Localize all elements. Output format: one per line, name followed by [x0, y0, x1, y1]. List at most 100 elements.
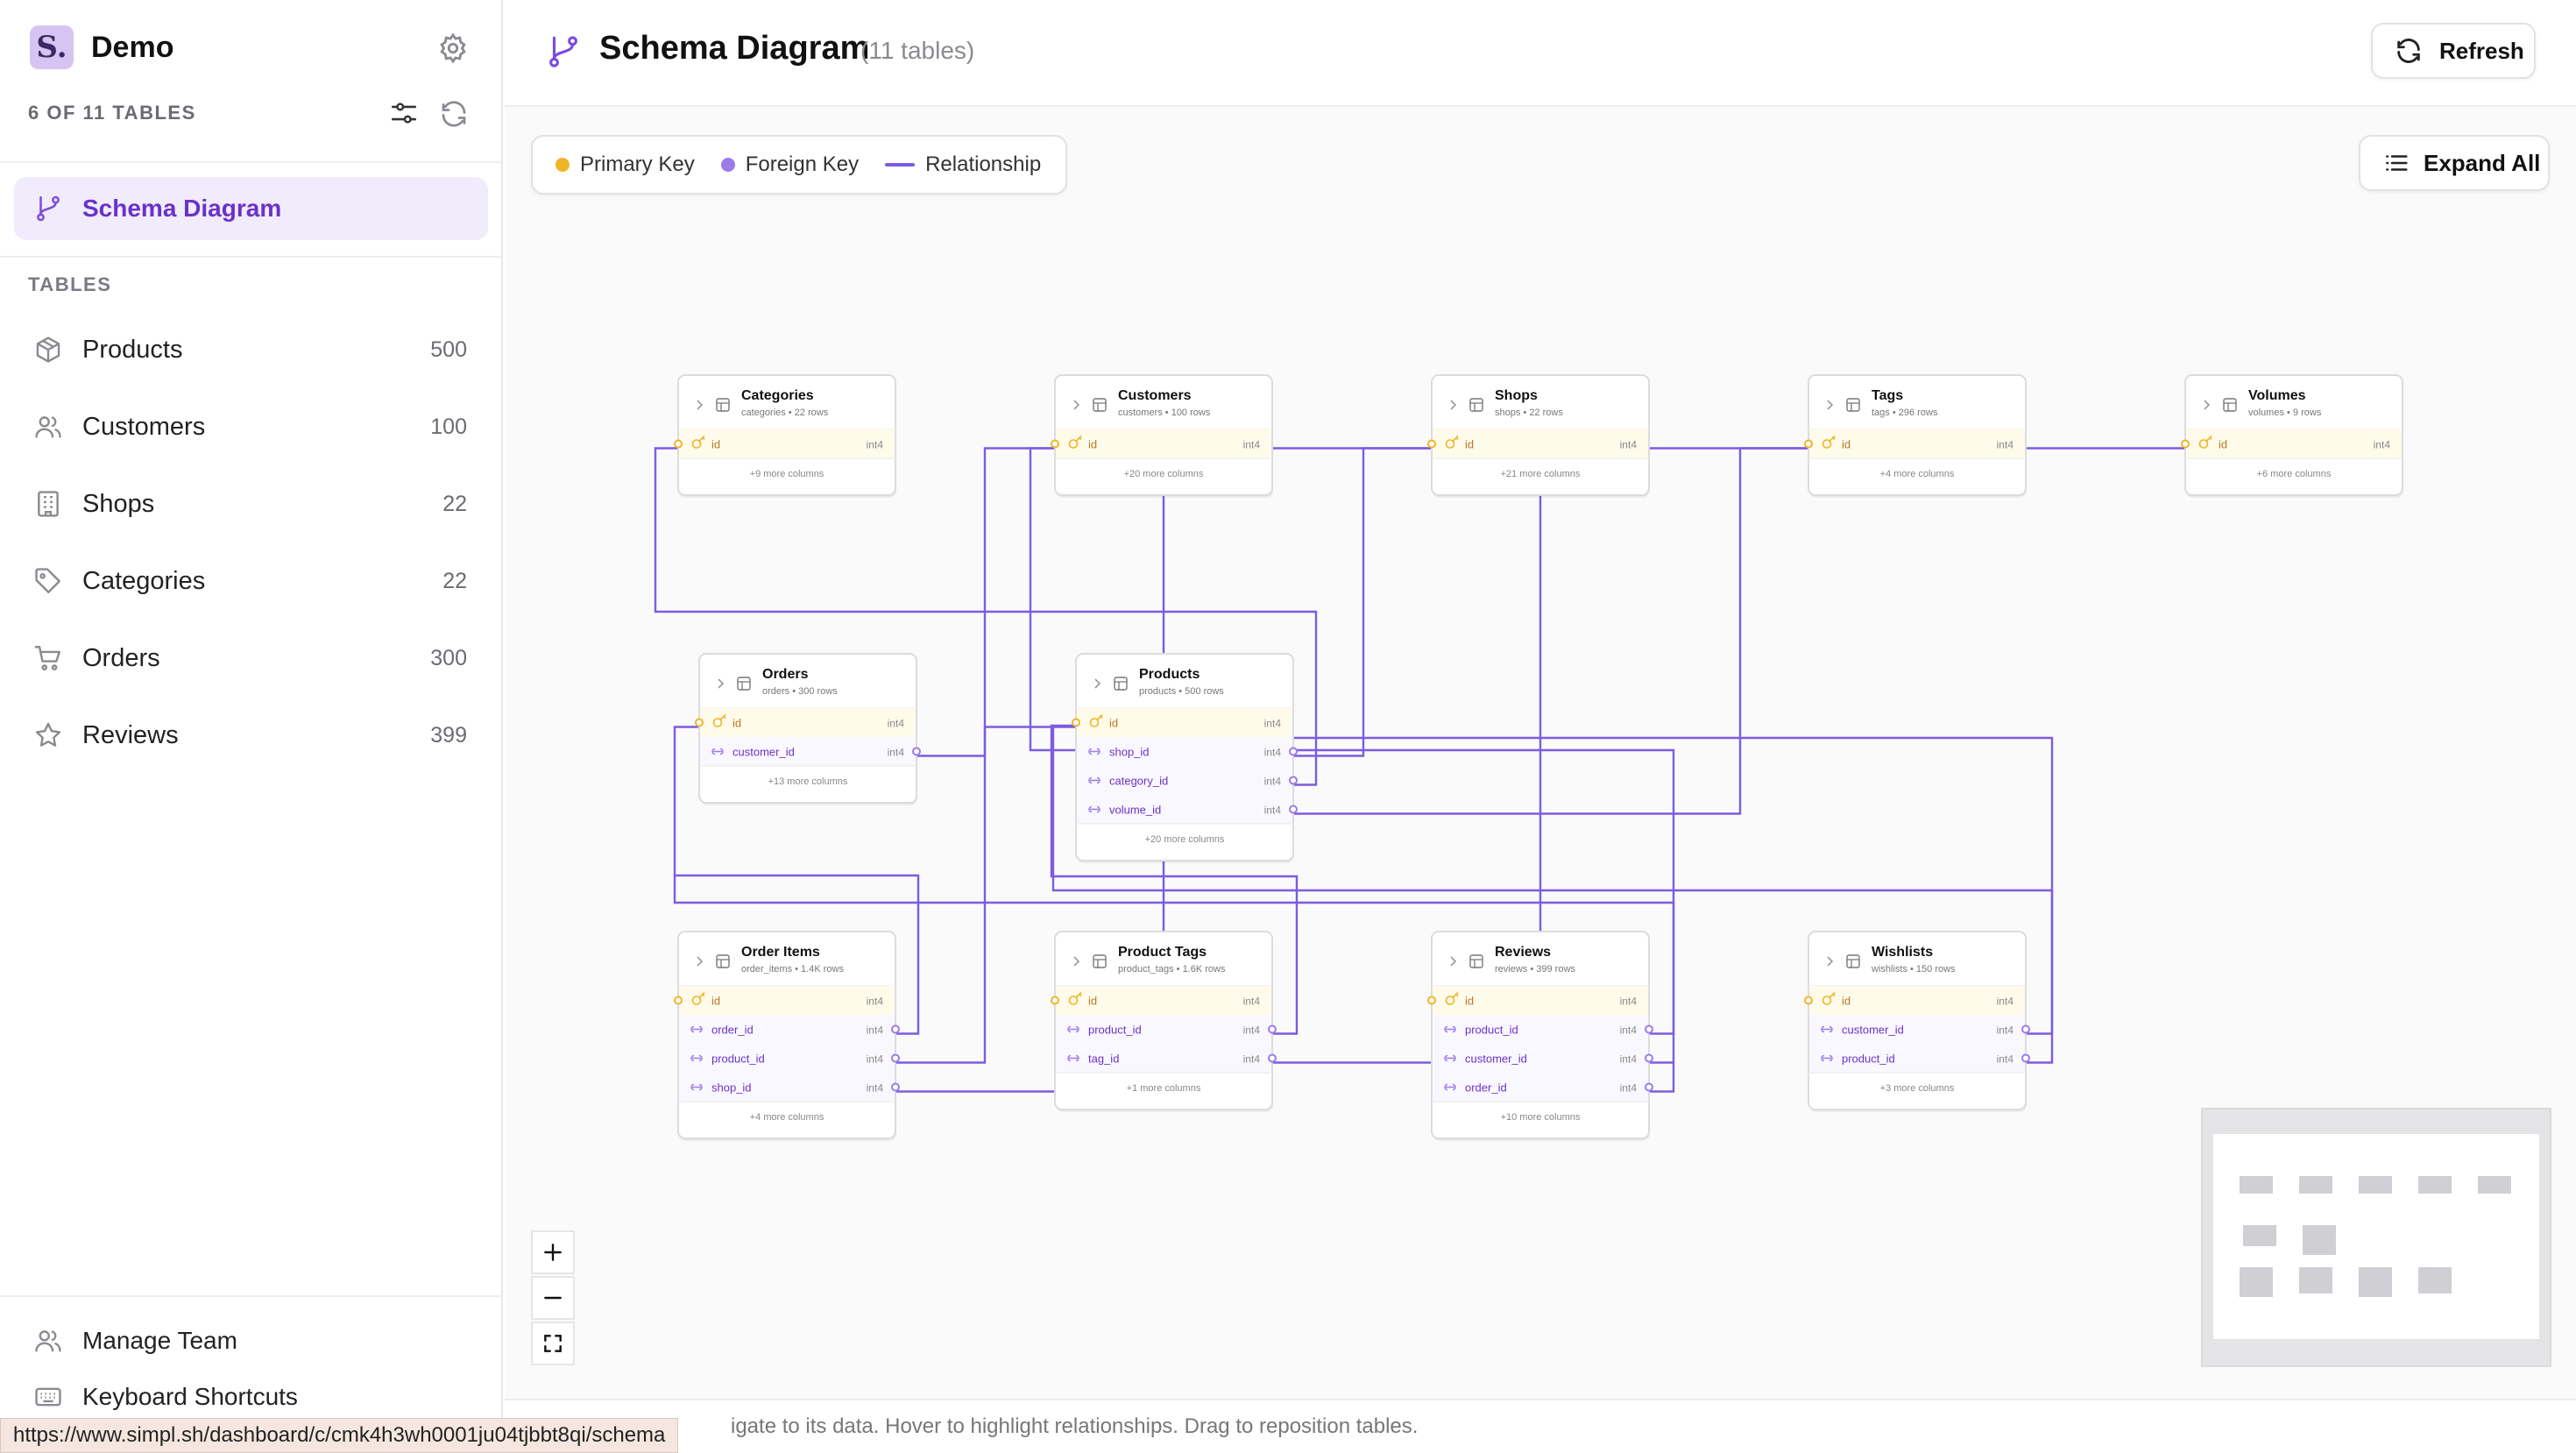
- workspace-header[interactable]: S. Demo: [30, 25, 173, 70]
- pk-handle[interactable]: [674, 996, 683, 1005]
- chevron-right-icon[interactable]: [1827, 956, 1834, 967]
- keyboard-shortcuts-button[interactable]: Keyboard Shortcuts: [14, 1371, 488, 1423]
- more-columns-link[interactable]: +1 more columns: [1127, 1083, 1201, 1094]
- expand-all-button[interactable]: Expand All: [2359, 135, 2550, 191]
- fk-handle[interactable]: [1268, 1024, 1277, 1034]
- fk-handle[interactable]: [1645, 1024, 1653, 1034]
- chevron-right-icon[interactable]: [1827, 400, 1834, 410]
- more-columns-link[interactable]: +10 more columns: [1501, 1112, 1581, 1123]
- pk-handle[interactable]: [695, 718, 704, 727]
- chevron-right-icon[interactable]: [697, 400, 704, 410]
- chevron-right-icon[interactable]: [718, 678, 725, 689]
- more-columns-link[interactable]: +4 more columns: [1880, 469, 1955, 479]
- chevron-right-icon[interactable]: [1073, 956, 1080, 967]
- refresh-button[interactable]: Refresh: [2371, 23, 2536, 79]
- zoom-in-button[interactable]: [531, 1230, 575, 1274]
- fk-handle[interactable]: [912, 747, 921, 756]
- pk-handle[interactable]: [1072, 718, 1080, 727]
- pk-handle[interactable]: [1051, 996, 1059, 1005]
- fk-handle[interactable]: [891, 1082, 900, 1092]
- more-columns-link[interactable]: +3 more columns: [1880, 1083, 1955, 1094]
- minimap[interactable]: [2201, 1108, 2551, 1367]
- more-columns-link[interactable]: +13 more columns: [768, 776, 848, 787]
- refresh-icon[interactable]: [438, 98, 470, 130]
- fk-handle[interactable]: [891, 1024, 900, 1034]
- chevron-right-icon[interactable]: [1450, 400, 1457, 410]
- sidebar-item-orders[interactable]: Orders 300: [14, 629, 488, 687]
- more-columns-link[interactable]: +6 more columns: [2257, 469, 2332, 479]
- more-columns-link[interactable]: +9 more columns: [750, 469, 824, 479]
- fk-handle[interactable]: [891, 1053, 900, 1063]
- pk-handle[interactable]: [2181, 439, 2190, 449]
- manage-team-button[interactable]: Manage Team: [14, 1315, 488, 1367]
- nav-schema-diagram[interactable]: Schema Diagram: [14, 177, 488, 240]
- chevron-right-icon[interactable]: [1450, 956, 1457, 967]
- more-columns-link[interactable]: +4 more columns: [750, 1112, 824, 1123]
- sidebar-item-categories[interactable]: Categories 22: [14, 552, 488, 610]
- fk-handle[interactable]: [2021, 1024, 2030, 1034]
- fit-view-button[interactable]: [531, 1322, 575, 1365]
- more-columns-link[interactable]: +20 more columns: [1124, 469, 1204, 479]
- fk-handle[interactable]: [1289, 747, 1298, 756]
- sidebar-item-customers[interactable]: Customers 100: [14, 398, 488, 456]
- pk-handle[interactable]: [1427, 996, 1436, 1005]
- pk-handle[interactable]: [674, 439, 683, 449]
- more-columns-link[interactable]: +20 more columns: [1145, 834, 1225, 845]
- pk-handle[interactable]: [1804, 439, 1813, 449]
- chevron-right-icon[interactable]: [2204, 400, 2211, 410]
- chevron-right-icon[interactable]: [1094, 678, 1101, 689]
- sidebar-item-products[interactable]: Products 500: [14, 321, 488, 379]
- fk-handle[interactable]: [2021, 1053, 2030, 1063]
- fk-handle[interactable]: [1268, 1053, 1277, 1063]
- pk-handle[interactable]: [1051, 439, 1059, 449]
- chevron-right-icon[interactable]: [697, 956, 704, 967]
- fk-handle[interactable]: [1289, 776, 1298, 785]
- gear-icon[interactable]: [436, 32, 470, 65]
- pk-handle[interactable]: [1804, 996, 1813, 1005]
- sidebar-item-reviews[interactable]: Reviews 399: [14, 706, 488, 764]
- pk-handle[interactable]: [1427, 439, 1436, 449]
- fk-handle[interactable]: [1645, 1053, 1653, 1063]
- zoom-out-button[interactable]: [531, 1276, 575, 1320]
- chevron-right-icon[interactable]: [1073, 400, 1080, 410]
- filter-sliders-icon[interactable]: [389, 98, 419, 128]
- more-columns-link[interactable]: +21 more columns: [1501, 469, 1581, 479]
- fk-handle[interactable]: [1645, 1082, 1653, 1092]
